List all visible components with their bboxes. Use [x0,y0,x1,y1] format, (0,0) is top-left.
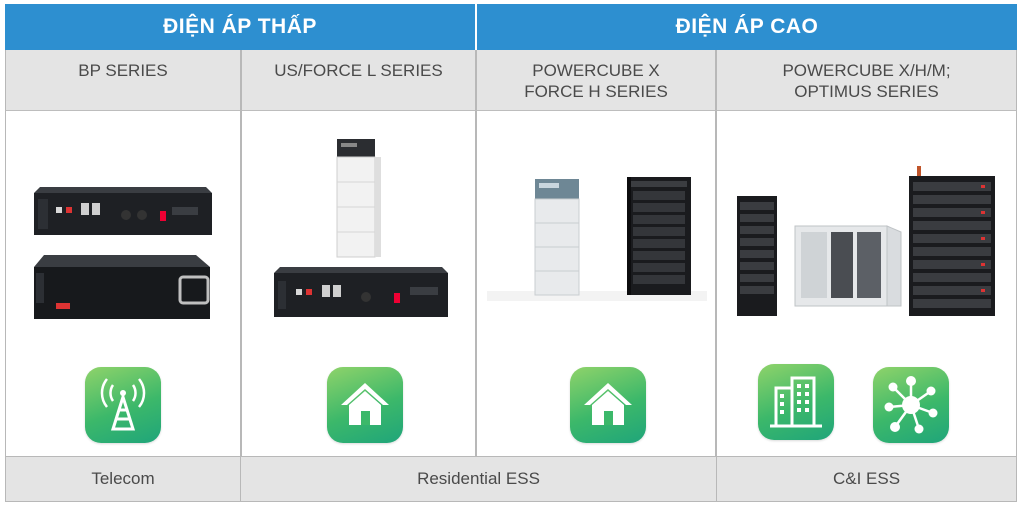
product-comparison-table: ĐIỆN ÁP THẤP ĐIỆN ÁP CAO BP SERIES US/FO… [5,4,1017,502]
force-l-stack-image [336,139,381,258]
series-powercube-xhm: POWERCUBE X/H/M; OPTIMUS SERIES [716,50,1017,111]
series-powercube-xhm-line1: POWERCUBE X/H/M; [782,61,951,80]
us-rack-battery-image [274,267,448,317]
application-telecom-label: Telecom [91,469,155,488]
antenna-tower-icon [85,367,161,443]
header-divider [475,4,477,50]
series-powercube-x: POWERCUBE X FORCE H SERIES [476,50,716,111]
series-powercube-x-line2: FORCE H SERIES [524,82,668,101]
low-voltage-header: ĐIỆN ÁP THẤP [5,4,475,50]
application-residential: Residential ESS [240,456,717,502]
application-ci-label: C&I ESS [832,469,901,488]
high-voltage-header: ĐIỆN ÁP CAO [477,4,1017,50]
powercube-xhm-image [737,166,995,316]
series-bp-label: BP SERIES [78,61,168,80]
series-powercube-x-line1: POWERCUBE X [532,61,660,80]
network-hub-icon [873,367,949,443]
series-bp: BP SERIES [5,50,241,111]
series-us-force-l: US/FORCE L SERIES [241,50,476,111]
powercube-x-image [487,177,707,301]
application-residential-label: Residential ESS [417,469,540,488]
house-icon-2 [570,367,646,443]
series-powercube-xhm-line2: OPTIMUS SERIES [794,82,939,101]
house-icon [327,367,403,443]
application-telecom: Telecom [5,456,241,502]
office-building-icon [758,364,834,440]
bp-rack-battery-image [34,187,212,319]
application-ci: C&I ESS [716,456,1017,502]
series-us-force-l-label: US/FORCE L SERIES [274,61,443,80]
cell-us-force-l [241,111,476,456]
